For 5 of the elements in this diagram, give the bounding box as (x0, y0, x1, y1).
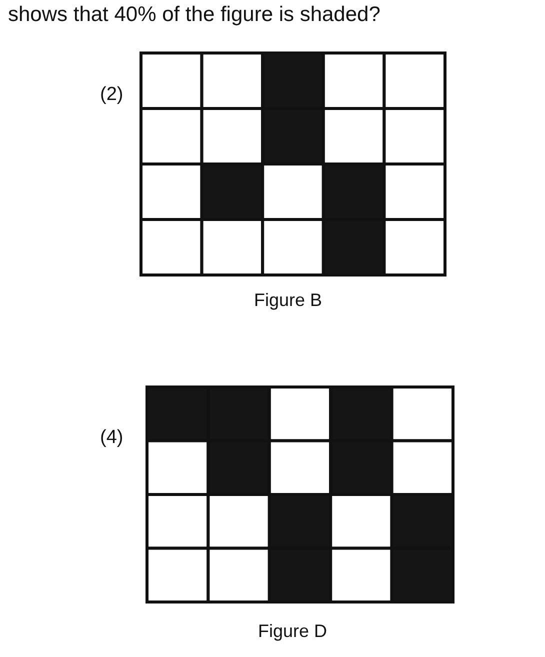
option-number: (2) (100, 85, 124, 104)
figure-caption: Figure B (254, 291, 322, 309)
option-number: (4) (100, 428, 124, 447)
figure-caption: Figure D (258, 622, 328, 640)
question-text: shows that 40% of the figure is shaded? (8, 4, 380, 25)
